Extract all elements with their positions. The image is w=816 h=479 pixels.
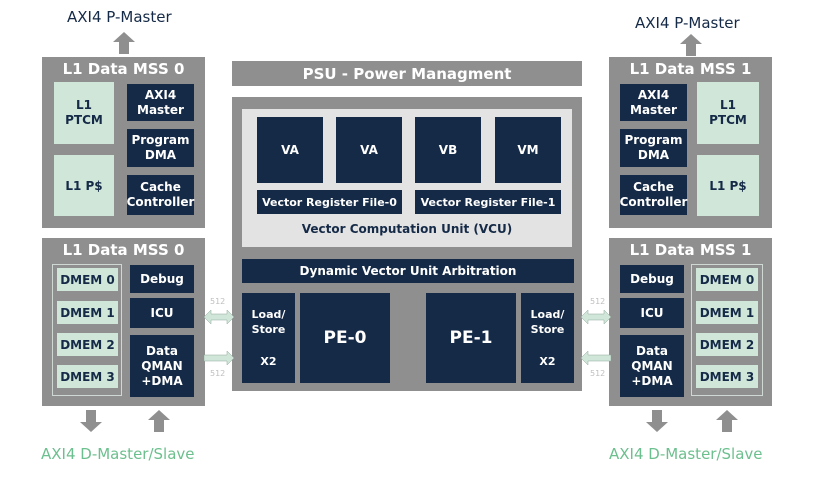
l1-pcache: L1 P$ xyxy=(697,155,759,216)
arrow-up-icon xyxy=(716,410,738,432)
load-store-label: Load/ Store xyxy=(251,308,286,336)
load-store-left: Load/ Store X2 xyxy=(242,293,295,383)
load-store-multiplier: X2 xyxy=(539,355,556,368)
l1-ptcm: L1 PTCM xyxy=(54,82,114,144)
icu: ICU xyxy=(130,298,194,328)
axi4-d-master-slave-left-label: AXI4 D-Master/Slave xyxy=(41,445,195,463)
dmem-1: DMEM 1 xyxy=(57,301,118,324)
vector-register-file-0: Vector Register File-0 xyxy=(257,190,402,214)
vector-register-file-1: Vector Register File-1 xyxy=(415,190,561,214)
vector-unit-va-0: VA xyxy=(257,117,323,183)
l1-data-mss-0-bottom-block: L1 Data MSS 0 DMEM 0 DMEM 1 DMEM 2 DMEM … xyxy=(42,238,205,406)
cache-controller: Cache Controller xyxy=(620,175,687,215)
program-dma: Program DMA xyxy=(127,129,194,167)
link-width-label: 512 xyxy=(210,369,226,378)
pe-1: PE-1 xyxy=(426,293,516,383)
dmem-1: DMEM 1 xyxy=(696,301,758,324)
dmem-0: DMEM 0 xyxy=(57,268,118,291)
axi4-d-master-slave-right-label: AXI4 D-Master/Slave xyxy=(609,445,763,463)
dmem-2: DMEM 2 xyxy=(57,333,118,356)
arrow-left-icon xyxy=(581,351,611,365)
cache-controller: Cache Controller xyxy=(127,175,194,215)
load-store-multiplier: X2 xyxy=(260,355,277,368)
dmem-3: DMEM 3 xyxy=(696,365,758,388)
debug: Debug xyxy=(130,265,194,293)
psu-power-management: PSU - Power Managment xyxy=(232,61,582,86)
arrow-right-icon xyxy=(204,351,234,365)
l1-data-mss-1-bottom-block: L1 Data MSS 1 Debug ICU Data QMAN +DMA D… xyxy=(609,238,772,406)
load-store-label: Load/ Store xyxy=(530,308,565,336)
dmem-group xyxy=(691,264,763,396)
program-dma: Program DMA xyxy=(620,129,687,167)
core-block: VA VA VB VM Vector Register File-0 Vecto… xyxy=(232,97,582,391)
axi4-master: AXI4 Master xyxy=(620,84,687,121)
l1-data-mss-1-top-block: L1 Data MSS 1 AXI4 Master Program DMA Ca… xyxy=(609,57,772,228)
link-width-label: 512 xyxy=(590,297,606,306)
double-arrow-icon xyxy=(581,310,611,324)
dmem-group xyxy=(52,264,122,396)
vector-unit-vm: VM xyxy=(495,117,561,183)
vector-unit-vb: VB xyxy=(415,117,481,183)
block-title: L1 Data MSS 0 xyxy=(62,60,185,78)
axi4-master: AXI4 Master xyxy=(127,84,194,121)
block-title: L1 Data MSS 1 xyxy=(629,60,752,78)
load-store-right: Load/ Store X2 xyxy=(521,293,574,383)
axi4-p-master-right-label: AXI4 P-Master xyxy=(635,14,740,32)
debug: Debug xyxy=(620,265,684,293)
dmem-3: DMEM 3 xyxy=(57,365,118,388)
pe-0: PE-0 xyxy=(300,293,390,383)
arrow-up-icon xyxy=(148,410,170,432)
arrow-up-icon xyxy=(680,34,702,56)
vcu-block: VA VA VB VM Vector Register File-0 Vecto… xyxy=(242,109,572,247)
double-arrow-icon xyxy=(204,310,234,324)
arrow-up-icon xyxy=(113,32,135,54)
link-width-label: 512 xyxy=(210,297,226,306)
vcu-label: Vector Computation Unit (VCU) xyxy=(301,222,513,236)
dmem-0: DMEM 0 xyxy=(696,268,758,291)
arrow-down-icon xyxy=(646,410,668,432)
l1-pcache: L1 P$ xyxy=(54,155,114,216)
data-qman-dma: Data QMAN +DMA xyxy=(130,335,194,397)
l1-data-mss-0-top-block: L1 Data MSS 0 L1 PTCM L1 P$ AXI4 Master … xyxy=(42,57,205,228)
dynamic-vector-unit-arbitration: Dynamic Vector Unit Arbitration xyxy=(242,259,574,283)
arrow-down-icon xyxy=(80,410,102,432)
dmem-2: DMEM 2 xyxy=(696,333,758,356)
data-qman-dma: Data QMAN +DMA xyxy=(620,335,684,397)
axi4-p-master-left-label: AXI4 P-Master xyxy=(67,8,172,26)
vector-unit-va-1: VA xyxy=(336,117,402,183)
icu: ICU xyxy=(620,298,684,328)
l1-ptcm: L1 PTCM xyxy=(697,82,759,144)
block-title: L1 Data MSS 0 xyxy=(62,241,185,259)
block-title: L1 Data MSS 1 xyxy=(629,241,752,259)
link-width-label: 512 xyxy=(590,369,606,378)
